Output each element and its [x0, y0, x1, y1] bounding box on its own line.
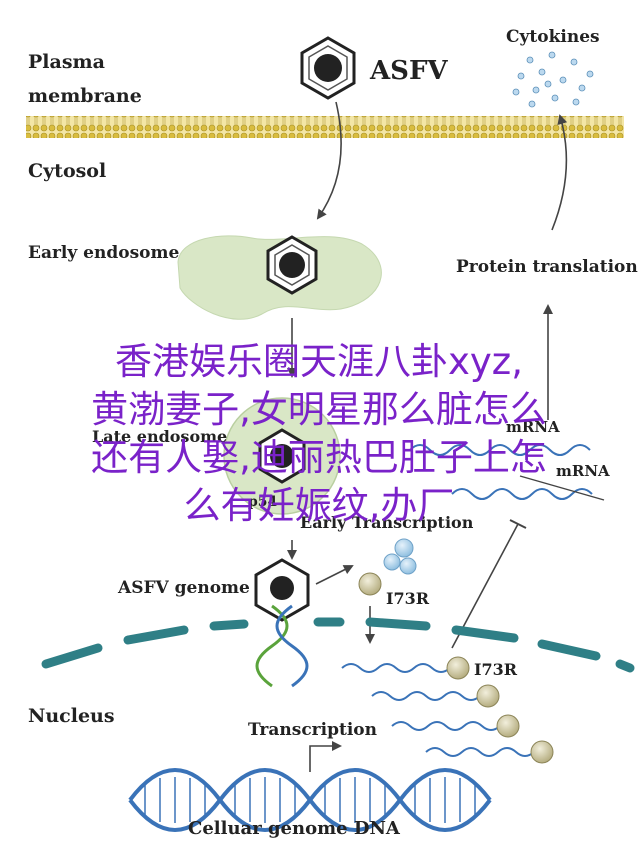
mrna-label-top: mRNA	[506, 418, 560, 436]
i73r-protein-4	[496, 714, 520, 738]
cellular-genome-dna-label: Celluar genome DNA	[188, 818, 401, 839]
cytokines-dots	[512, 51, 594, 108]
nucleus-label: Nucleus	[28, 705, 115, 727]
i73r-label-1: I73R	[386, 589, 430, 608]
plasma-membrane-label-1: Plasma	[28, 51, 105, 73]
mrna-export-arrow	[519, 475, 605, 501]
mrna-label: mRNA	[556, 462, 610, 480]
transcription-arrow-bend	[309, 741, 342, 772]
entry-arrow	[316, 101, 342, 220]
secretion-arrow	[551, 114, 568, 231]
asfv-genome-virion-icon	[254, 558, 310, 622]
early-transcription-label: Early Transcription	[300, 513, 474, 532]
early-endosome-label: Early endosome	[28, 243, 179, 263]
asfv-in-endosome-icon	[266, 235, 318, 295]
asfv-genome-dna-icon	[255, 604, 309, 688]
rna-strand-3	[391, 721, 501, 731]
cytokines-label: Cytokines	[506, 27, 600, 47]
mrna-strand-top	[409, 444, 591, 456]
late-endosome-label: Late endosome	[92, 427, 227, 446]
i73r-protein-2	[446, 656, 470, 680]
rna-strand-1	[341, 663, 451, 673]
i73r-protein-3	[476, 684, 500, 708]
i73r-protein-1	[358, 572, 382, 596]
p54-label: p54	[248, 494, 278, 510]
protein-translation-label: Protein translation	[456, 257, 638, 277]
asfv-genome-label: ASFV genome	[117, 578, 250, 598]
plasma-membrane	[26, 116, 624, 138]
nuclear-envelope	[41, 617, 635, 673]
i73r-label-2: I73R	[474, 660, 518, 679]
transcription-arrow	[315, 565, 354, 585]
cytosol-label: Cytosol	[28, 160, 106, 182]
plasma-membrane-label-2: membrane	[28, 85, 142, 107]
protein-cluster-icon	[383, 538, 417, 575]
asfv-label: ASFV	[369, 56, 448, 86]
transcription-label: Transcription	[248, 720, 377, 740]
asfv-virion-icon	[300, 36, 356, 100]
i73r-protein-5	[530, 740, 554, 764]
mrna-strand-bottom	[451, 488, 593, 500]
rna-strand-2	[371, 691, 481, 701]
late-endosome	[223, 397, 341, 515]
cellular-dna-helix-icon	[128, 768, 492, 832]
rna-strand-4	[425, 747, 535, 757]
